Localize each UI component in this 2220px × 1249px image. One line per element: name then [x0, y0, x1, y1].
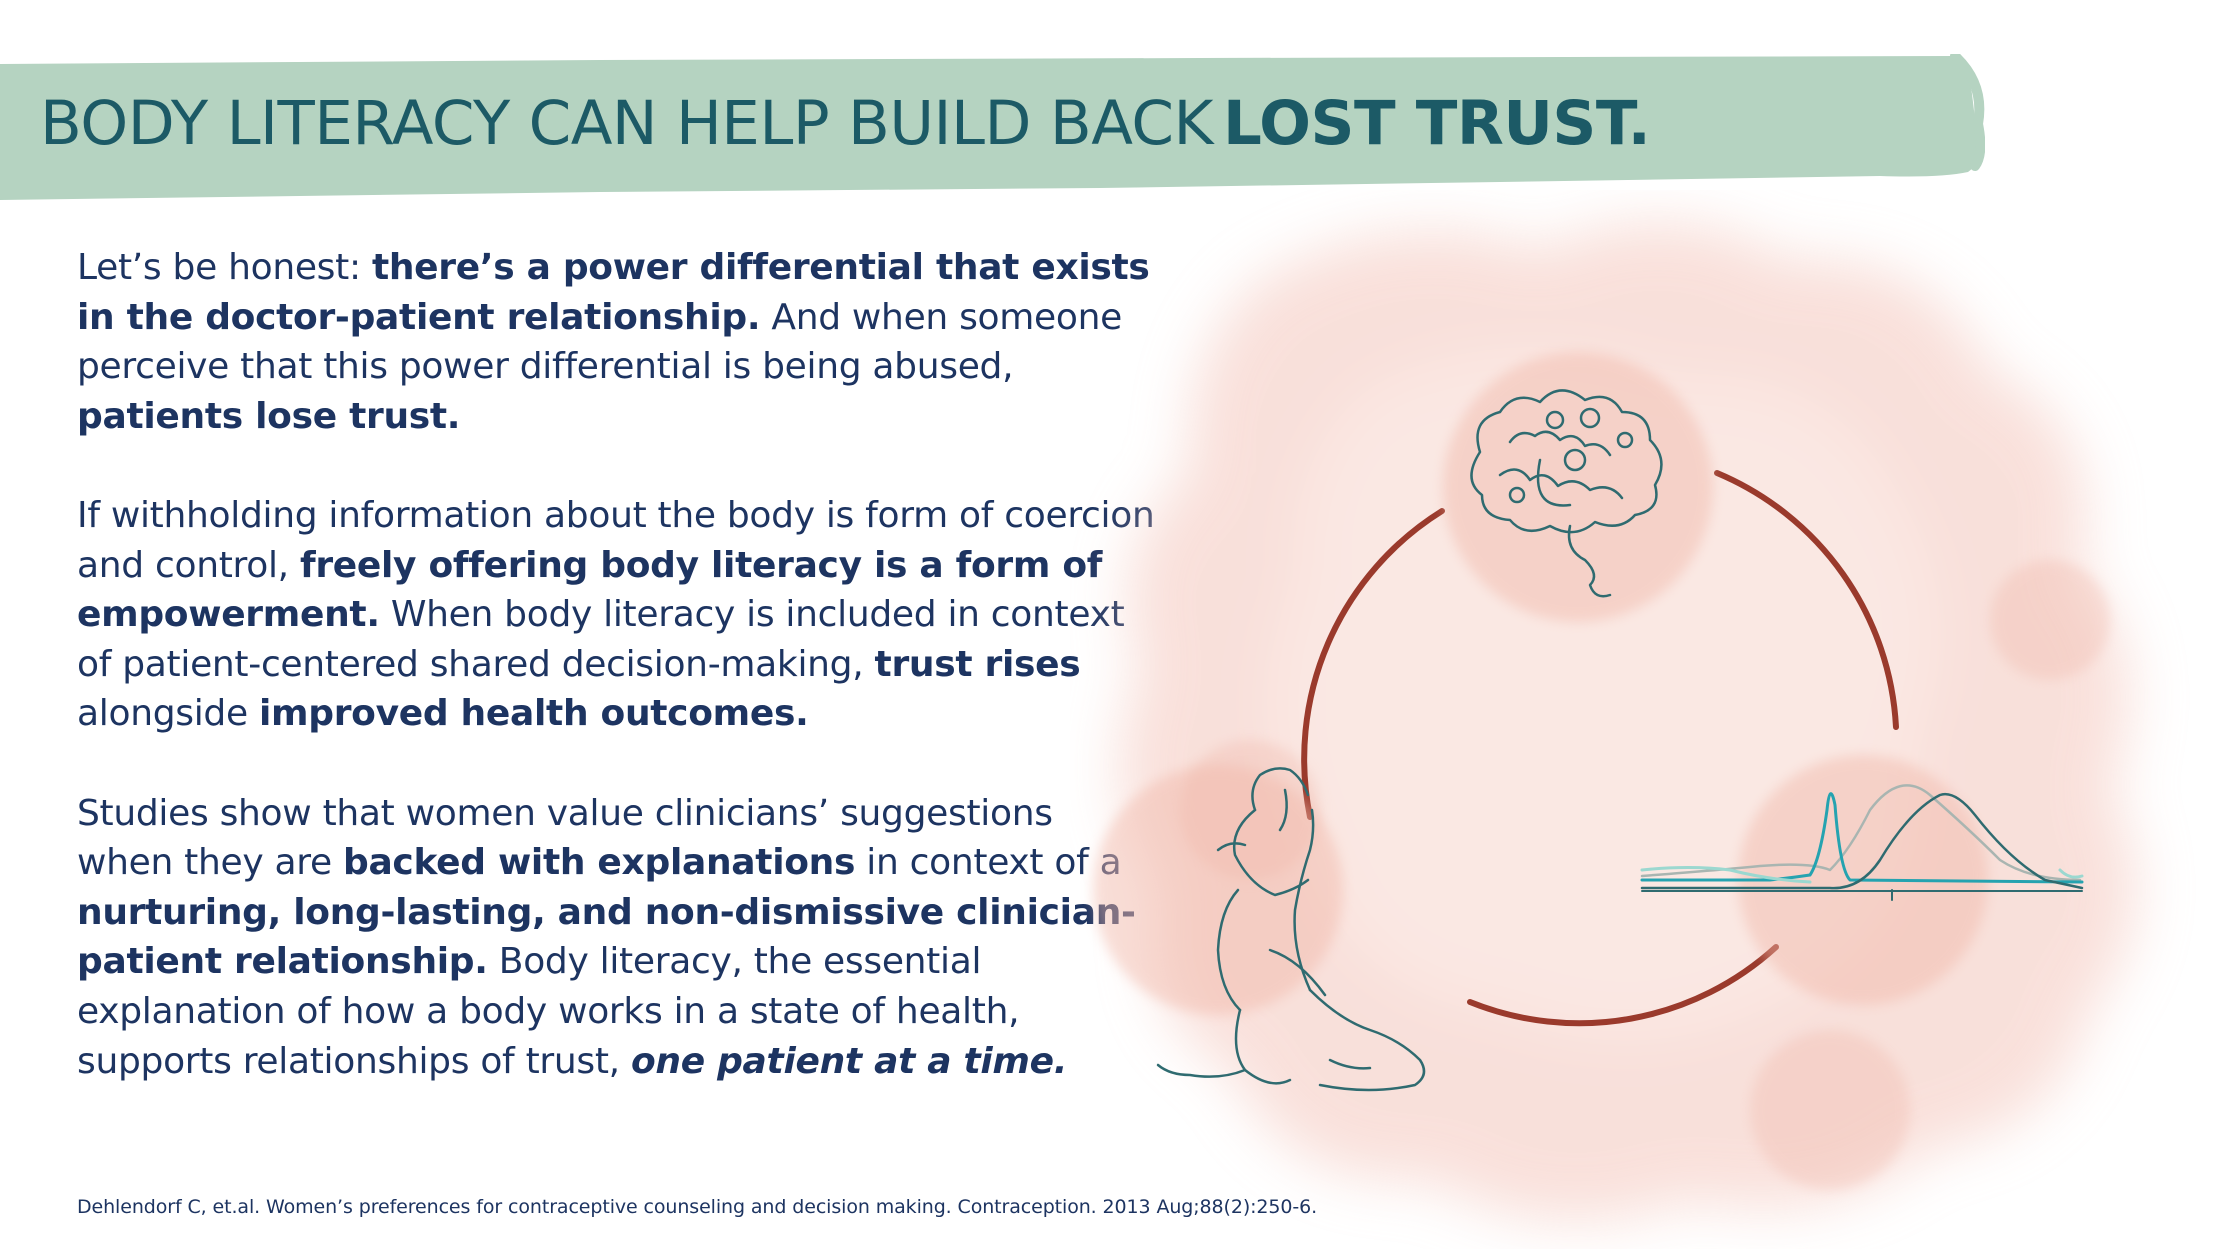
text-run: If withholding information about the bod…	[77, 494, 1155, 586]
text-run: Studies show that women value clinicians…	[77, 792, 1053, 884]
text-run-bold: patients lose trust.	[77, 395, 461, 437]
cycle-ring	[1301, 470, 1899, 1027]
title-regular: BODY LITERACY CAN HELP BUILD BACK	[40, 88, 1213, 159]
text-run: Body literacy, the essential explanation…	[77, 941, 1020, 1082]
text-run-bold: trust rises	[874, 643, 1081, 685]
text-run-bold: there’s a power differential that exists…	[77, 247, 1150, 338]
paragraph-studies: Studies show that women value clinicians…	[77, 789, 1157, 1087]
text-run-bold: improved health outcomes.	[258, 693, 809, 735]
title-bold: LOST TRUST.	[1222, 88, 1651, 159]
text-run-bold: backed with explanations	[342, 842, 856, 884]
hormone-curve-icon	[1640, 784, 2084, 901]
paragraph-power-differential: Let’s be honest: there’s a power differe…	[77, 243, 1157, 441]
paragraph-empowerment: If withholding information about the bod…	[77, 491, 1157, 739]
text-run: alongside	[77, 693, 259, 735]
text-run: And when someone perceive that this powe…	[77, 296, 1122, 388]
text-run-bold: freely offering body literacy is a form …	[77, 544, 1103, 636]
text-run-bold-italic: one patient at a time.	[630, 1040, 1068, 1082]
text-run-bold: nurturing, long-lasting, and non-dismiss…	[77, 891, 1136, 983]
text-run: in context of a	[855, 842, 1122, 884]
cycle-illustration	[1070, 190, 2220, 1249]
seated-woman-icon	[1156, 767, 1426, 1092]
citation: Dehlendorf C, et.al. Women’s preferences…	[77, 1196, 1318, 1218]
text-run: When body literacy is included in contex…	[77, 594, 1125, 685]
title-banner	[0, 54, 1985, 212]
text-run: Let’s be honest:	[77, 247, 372, 288]
body-text: Let’s be honest: there’s a power differe…	[77, 243, 1157, 1136]
brain-icon	[1470, 389, 1663, 598]
